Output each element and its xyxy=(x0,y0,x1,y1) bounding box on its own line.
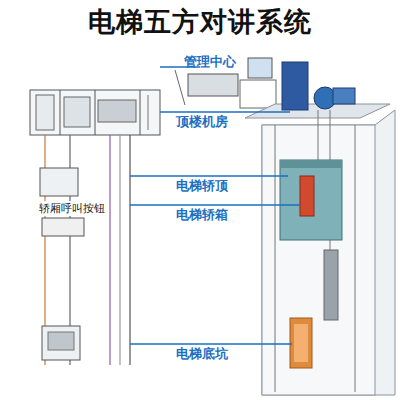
diagram-title: 电梯五方对讲系统 xyxy=(0,4,400,40)
ups-unit xyxy=(64,97,90,127)
car-top-intercom xyxy=(40,168,78,196)
pit-buffer-face xyxy=(294,324,308,362)
equipment-rack xyxy=(30,90,160,135)
callout-label: 轿厢呼叫按钮 xyxy=(38,201,106,216)
callout-label: 顶楼机房 xyxy=(176,114,228,131)
counterweight xyxy=(324,250,338,320)
phone-unit xyxy=(36,95,54,130)
antenna xyxy=(148,95,149,130)
management-host xyxy=(188,74,238,96)
monitor xyxy=(248,58,272,78)
call-button-box xyxy=(42,218,84,236)
callout-label: 电梯轿箱 xyxy=(176,207,228,224)
leader-lines xyxy=(130,67,300,344)
elevator-car xyxy=(280,160,342,240)
motor xyxy=(333,88,355,104)
callout-label: 管理中心 xyxy=(184,54,236,71)
shaft-front xyxy=(262,125,375,395)
notice-card xyxy=(240,80,276,108)
callout-label: 电梯轿顶 xyxy=(176,178,228,195)
pit-intercom xyxy=(42,326,80,360)
speaker-grille xyxy=(48,332,74,350)
car-door xyxy=(300,176,314,216)
pit-buffer xyxy=(290,318,312,368)
callout-label: 电梯底坑 xyxy=(176,346,228,363)
car-top xyxy=(280,160,342,168)
antenna xyxy=(175,70,185,105)
host-unit xyxy=(98,100,136,122)
control-cabinet xyxy=(282,62,308,110)
elevator-shaft xyxy=(262,110,395,395)
